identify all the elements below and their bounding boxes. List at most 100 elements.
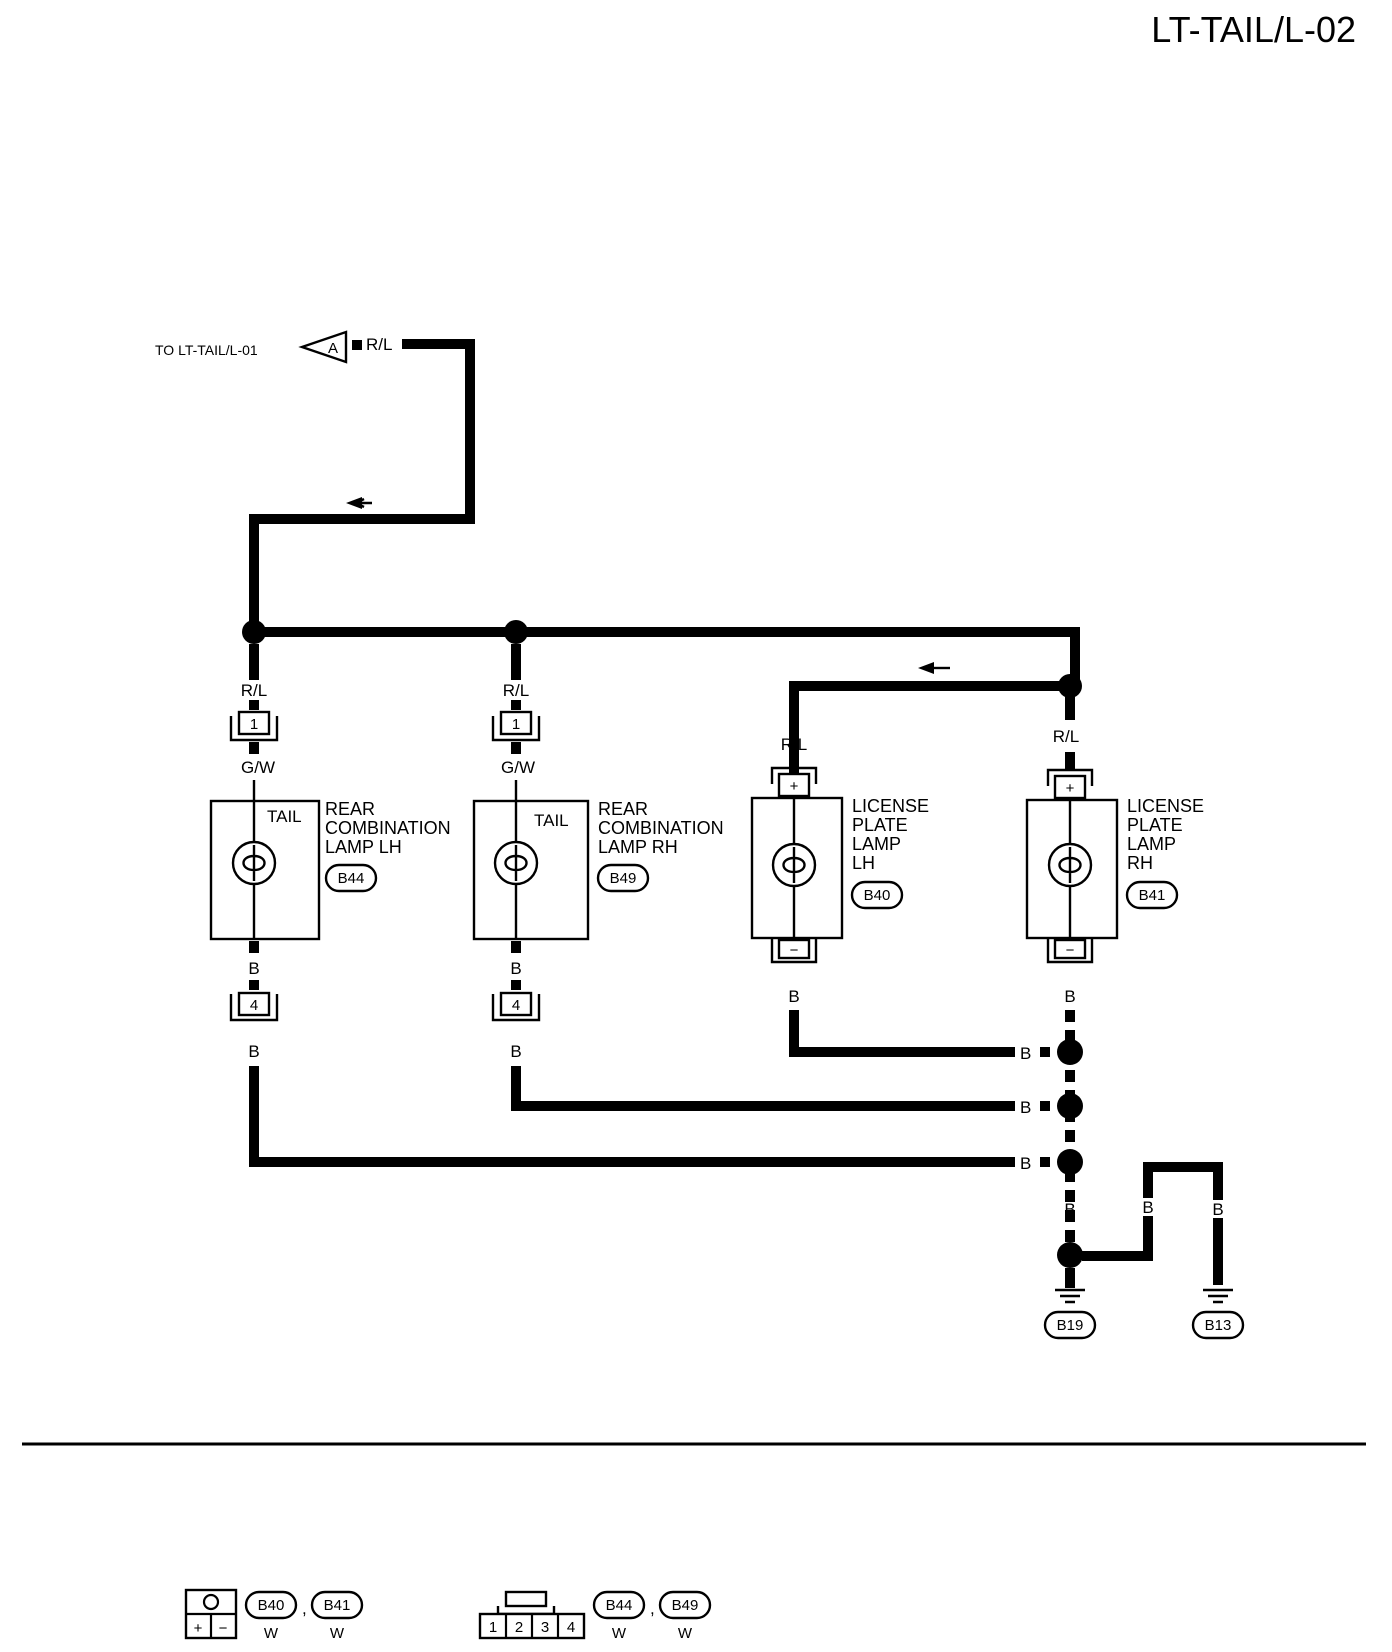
offpage-arrow-icon <box>298 330 348 364</box>
lamp-name-line: RH <box>1127 853 1153 873</box>
wire-stub <box>249 941 259 953</box>
connector-id: B40 <box>864 887 891 904</box>
connector-badge <box>592 1590 646 1620</box>
pin-label: 1 <box>489 1619 497 1636</box>
wire-stub <box>1040 1047 1050 1057</box>
branch-wire-lpl-lh <box>789 681 1070 780</box>
bulb-filament-icon <box>504 845 528 881</box>
connector-badge <box>244 1590 298 1620</box>
wire-stub <box>249 980 259 990</box>
connector-color: W <box>678 1625 693 1642</box>
lamp-name-line: COMBINATION <box>325 818 451 838</box>
connector-id: B49 <box>610 870 637 887</box>
pin-label: 1 <box>512 716 520 733</box>
lamp-name-line: COMBINATION <box>598 818 724 838</box>
ground-icon <box>1203 1288 1233 1304</box>
wire-color-label: B <box>1020 1098 1031 1117</box>
separator: , <box>650 1599 655 1618</box>
connector-id: B49 <box>672 1597 699 1614</box>
wire-color-label: B <box>1064 1200 1075 1219</box>
ground-id: B19 <box>1057 1317 1084 1334</box>
connector-shell <box>229 716 279 742</box>
pin-label: − <box>790 942 799 959</box>
lamp-name-line: REAR <box>598 799 648 819</box>
wire-color-label: R/L <box>781 735 807 754</box>
wire-stub <box>249 700 259 710</box>
connector-pin-box <box>1053 774 1087 800</box>
bulb-filament-icon <box>782 847 806 883</box>
feed-wire <box>249 339 475 630</box>
lamp-name-line: PLATE <box>852 815 908 835</box>
connector-latch <box>504 1590 548 1608</box>
pin-label: 4 <box>567 1619 575 1636</box>
bus-wire <box>254 627 1080 686</box>
separator: , <box>302 1599 307 1618</box>
wire-color-label: G/W <box>501 758 535 777</box>
flow-arrow-icon <box>346 497 362 509</box>
connector-shell <box>1046 938 1094 964</box>
lamp-name-line: PLATE <box>1127 815 1183 835</box>
wire-color-label: B <box>510 959 521 978</box>
connector-legend-b44-b49: 1 2 3 4 B44 , B49 W W <box>478 1590 712 1642</box>
lamp-name-line: LAMP <box>1127 834 1176 854</box>
license-plate-lamp-rh: R/L + LICENSE PLATE LAMP RH B41 − B <box>1025 727 1204 1006</box>
wire-color-label: B <box>248 959 259 978</box>
label-gap <box>1210 1200 1226 1218</box>
connector-badge <box>850 880 904 910</box>
connector-color: W <box>330 1625 345 1642</box>
license-plate-lamp-lh: R/L + LICENSE PLATE LAMP LH B40 − B <box>750 735 1015 1057</box>
wire-color-label: R/L <box>503 681 529 700</box>
splice-point <box>1057 1242 1083 1268</box>
connector-id: B44 <box>338 870 365 887</box>
ground-wire <box>511 1066 1015 1111</box>
rear-combination-lamp-rh: R/L 1 G/W TAIL REAR COMBINATION LAMP RH … <box>472 644 1015 1111</box>
wire-color-label: G/W <box>241 758 275 777</box>
pin-label: − <box>219 1620 228 1637</box>
wire-stub <box>511 980 521 990</box>
page-title: LT-TAIL/L-02 <box>1151 9 1356 50</box>
connector-pin-box <box>1053 938 1087 960</box>
ground-icon <box>1055 1288 1085 1304</box>
lamp-name-line: LAMP <box>852 834 901 854</box>
connector-id: B41 <box>324 1597 351 1614</box>
flow-arrow-icon <box>918 662 934 674</box>
wire-color-label: R/L <box>366 335 392 354</box>
splice-point <box>504 620 528 644</box>
pin-label: + <box>1066 780 1075 797</box>
wire-color-label: B <box>1020 1154 1031 1173</box>
lamp-name-line: LICENSE <box>852 796 929 816</box>
ground-branch-b13 <box>1082 1162 1223 1285</box>
wire-color-label: B <box>248 1042 259 1061</box>
connector-badge <box>1191 1310 1245 1340</box>
connector-pin-box <box>237 991 271 1017</box>
connector-pin-box <box>777 772 811 798</box>
label-gap <box>1140 1198 1156 1216</box>
wire-color-label: B <box>1020 1044 1031 1063</box>
ground-b19: B19 <box>1043 1268 1097 1340</box>
wire-color-label: R/L <box>241 681 267 700</box>
wire-color-label: B <box>1064 987 1075 1006</box>
pin-label: 4 <box>512 997 520 1014</box>
offpage-connector-id: A <box>328 340 338 357</box>
wire-stub <box>511 941 521 953</box>
wire-color-label: R/L <box>1053 727 1079 746</box>
splice-point <box>1057 1039 1083 1065</box>
wire-stub <box>511 700 521 710</box>
connector-stub <box>352 340 362 350</box>
connector-badge <box>324 863 378 893</box>
connector-shell <box>229 994 279 1022</box>
pin-label: 4 <box>250 997 258 1014</box>
connector-color: W <box>264 1625 279 1642</box>
connector-pin-box <box>237 710 271 736</box>
pin-label: + <box>790 778 799 795</box>
connector-badge <box>596 863 650 893</box>
wire-color-label: B <box>788 987 799 1006</box>
connector-id: B41 <box>1139 887 1166 904</box>
ground-id: B13 <box>1205 1317 1232 1334</box>
lamp-name-line: LH <box>852 853 875 873</box>
wire-color-label: B <box>1212 1200 1223 1219</box>
connector-shell <box>491 994 541 1022</box>
lamp-name-line: REAR <box>325 799 375 819</box>
wire-color-label: B <box>1142 1198 1153 1217</box>
